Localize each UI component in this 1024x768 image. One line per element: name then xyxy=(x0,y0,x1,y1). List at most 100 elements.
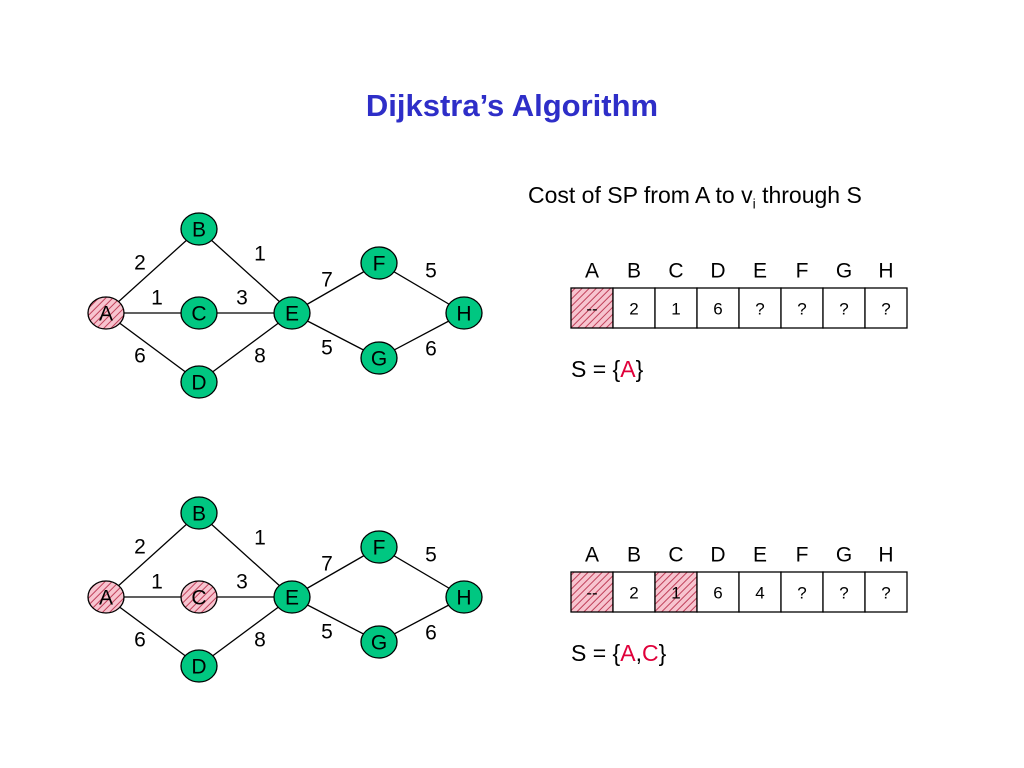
node-c-visited xyxy=(180,580,218,614)
column-header-e: E xyxy=(753,544,767,567)
cost-value-a: -- xyxy=(586,300,597,319)
edge-weight-a-d: 6 xyxy=(134,629,146,652)
edge-b-e xyxy=(198,228,293,314)
edge-a-d xyxy=(105,312,200,383)
edge-a-d xyxy=(105,596,200,667)
node-e xyxy=(273,296,311,330)
column-header-a: A xyxy=(585,260,599,283)
cost-value-f: ? xyxy=(797,300,806,319)
cost-cell-h xyxy=(864,571,908,613)
edge-weight-a-c: 1 xyxy=(151,287,163,310)
page-title: Dijkstra’s Algorithm xyxy=(365,88,659,123)
set-member-c: C xyxy=(642,640,659,666)
cost-cell-c-visited xyxy=(654,571,698,613)
edge-weight-g-h: 6 xyxy=(425,622,437,645)
cost-cell-f xyxy=(780,287,824,329)
edge-weight-a-b: 2 xyxy=(134,252,146,275)
edge-weight-e-g: 5 xyxy=(321,621,333,644)
edge-weight-e-f: 7 xyxy=(321,269,333,292)
table-caption: Cost of SP from A to vi through S xyxy=(528,182,862,212)
column-header-b: B xyxy=(627,544,641,567)
cost-value-a: -- xyxy=(586,584,597,603)
column-header-g: G xyxy=(836,260,852,283)
node-e xyxy=(273,580,311,614)
node-label-d: D xyxy=(191,372,206,395)
node-b xyxy=(180,496,218,530)
node-f xyxy=(360,530,398,564)
edge-weight-c-e: 3 xyxy=(236,571,248,594)
edge-weight-g-h: 6 xyxy=(425,338,437,361)
column-header-c: C xyxy=(668,260,683,283)
caption-subscript: i xyxy=(752,195,756,212)
edge-weight-b-e: 1 xyxy=(254,243,266,266)
column-header-g: G xyxy=(836,544,852,567)
cost-value-b: 2 xyxy=(629,300,638,319)
set-separator: , xyxy=(636,640,642,666)
node-a-visited xyxy=(87,580,125,614)
column-header-h: H xyxy=(878,544,893,567)
caption-prefix: Cost of SP from A to v xyxy=(528,182,753,208)
cost-value-d: 6 xyxy=(713,300,722,319)
node-label-f: F xyxy=(373,537,386,560)
node-d xyxy=(180,365,218,399)
cost-value-c: 1 xyxy=(671,300,680,319)
visited-set: S = {A} xyxy=(571,356,644,382)
column-header-f: F xyxy=(796,260,809,283)
cost-value-f: ? xyxy=(797,584,806,603)
edge-weight-a-b: 2 xyxy=(134,536,146,559)
visited-set: S = {A,C} xyxy=(571,640,667,666)
cost-cell-f xyxy=(780,571,824,613)
node-label-b: B xyxy=(192,219,206,242)
edge-weight-d-e: 8 xyxy=(254,345,266,368)
cost-cell-b xyxy=(612,287,656,329)
edge-b-e xyxy=(198,512,293,598)
cost-value-g: ? xyxy=(839,300,848,319)
node-label-c: C xyxy=(191,303,206,326)
node-label-b: B xyxy=(192,503,206,526)
node-label-f: F xyxy=(373,253,386,276)
column-header-f: F xyxy=(796,544,809,567)
cost-value-h: ? xyxy=(881,300,890,319)
column-header-c: C xyxy=(668,544,683,567)
cost-cell-g xyxy=(822,571,866,613)
edge-weight-a-d: 6 xyxy=(134,345,146,368)
node-label-d: D xyxy=(191,656,206,679)
column-header-d: D xyxy=(710,544,725,567)
edge-d-e xyxy=(198,312,293,383)
node-d xyxy=(180,649,218,683)
node-label-g: G xyxy=(371,348,387,371)
edge-weight-b-e: 1 xyxy=(254,527,266,550)
node-b xyxy=(180,212,218,246)
column-header-a: A xyxy=(585,544,599,567)
cost-value-g: ? xyxy=(839,584,848,603)
edge-d-e xyxy=(198,596,293,667)
edge-weight-f-h: 5 xyxy=(425,260,437,283)
set-member-a: A xyxy=(620,356,636,382)
cost-value-e: ? xyxy=(755,300,764,319)
cost-cell-d xyxy=(696,287,740,329)
column-header-e: E xyxy=(753,260,767,283)
cost-value-d: 6 xyxy=(713,584,722,603)
set-member-a: A xyxy=(620,640,636,666)
cost-cell-d xyxy=(696,571,740,613)
column-header-d: D xyxy=(710,260,725,283)
edge-weight-c-e: 3 xyxy=(236,287,248,310)
cost-cell-h xyxy=(864,287,908,329)
node-f xyxy=(360,246,398,280)
node-label-a: A xyxy=(99,303,113,326)
cost-cell-g xyxy=(822,287,866,329)
cost-value-c: 1 xyxy=(671,584,680,603)
set-suffix: } xyxy=(659,640,667,666)
node-label-a: A xyxy=(99,587,113,610)
edge-weight-d-e: 8 xyxy=(254,629,266,652)
set-suffix: } xyxy=(636,356,644,382)
edge-weight-f-h: 5 xyxy=(425,544,437,567)
column-header-b: B xyxy=(627,260,641,283)
edge-weight-a-c: 1 xyxy=(151,571,163,594)
node-h xyxy=(445,296,483,330)
node-label-e: E xyxy=(285,587,299,610)
cost-cell-e xyxy=(738,571,782,613)
edge-weight-e-f: 7 xyxy=(321,553,333,576)
